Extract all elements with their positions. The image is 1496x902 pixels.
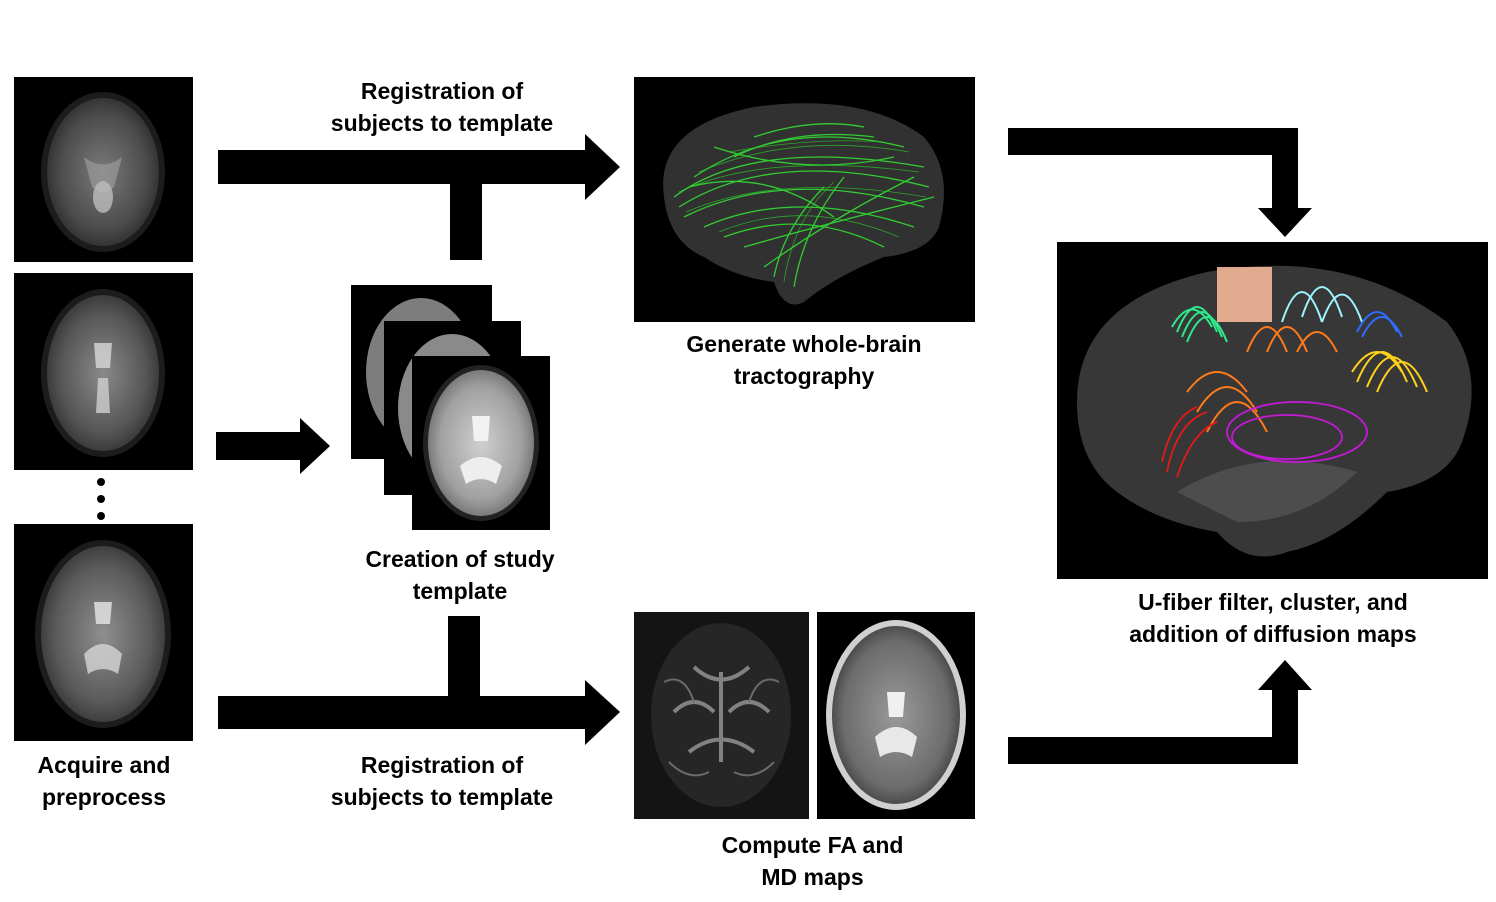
fiber-brain-icon (1077, 265, 1472, 557)
md-map-image (817, 612, 975, 819)
arrow-to-template (216, 418, 330, 474)
label-registration-bottom-line1: Registration of (360, 752, 524, 778)
tractography-image (634, 77, 975, 322)
arrow-registration-top-stem (450, 184, 482, 260)
label-creation-line1: Creation of study (365, 546, 555, 572)
label-fa-md-line2: MD maps (761, 864, 864, 890)
fa-map-image (634, 612, 809, 819)
arrow-maps-to-ufiber (1008, 660, 1312, 764)
tract-brain-icon (663, 103, 944, 305)
label-acquire: Acquire and preprocess (4, 749, 204, 813)
md-map-icon (826, 620, 966, 810)
ufiber-cluster-image (1057, 242, 1488, 579)
label-tractography: Generate whole-brain tractography (654, 328, 954, 392)
brain-slice-icon (423, 365, 539, 521)
brain-slice-icon (41, 289, 165, 457)
label-fa-md: Compute FA and MD maps (670, 829, 955, 893)
acquired-slice-1 (14, 77, 193, 262)
label-registration-top-line1: Registration of (360, 78, 524, 104)
arrow-registration-bottom-stem (448, 616, 480, 696)
more-subjects-ellipsis (96, 478, 106, 529)
label-ufiber: U-fiber filter, cluster, and addition of… (1100, 586, 1446, 650)
template-slice-front (412, 356, 550, 530)
label-ufiber-line1: U-fiber filter, cluster, and (1138, 589, 1408, 615)
brain-slice-icon (35, 540, 171, 728)
label-registration-top-line2: subjects to template (330, 110, 554, 136)
acquired-slice-2 (14, 273, 193, 470)
label-acquire-line1: Acquire and (37, 752, 171, 778)
arrow-registration-top (218, 134, 620, 200)
fa-map-icon (634, 612, 809, 819)
label-registration-bottom-line2: subjects to template (330, 784, 554, 810)
arrow-registration-bottom (218, 680, 620, 745)
label-creation-line2: template (412, 578, 508, 604)
arrow-tract-to-ufiber (1008, 128, 1312, 237)
label-ufiber-line2: addition of diffusion maps (1129, 621, 1417, 647)
label-creation: Creation of study template (330, 543, 590, 607)
label-acquire-line2: preprocess (41, 784, 166, 810)
label-registration-bottom: Registration of subjects to template (292, 749, 592, 813)
acquired-slice-3 (14, 524, 193, 741)
label-tractography-line1: Generate whole-brain (686, 331, 922, 357)
brain-slice-icon (41, 92, 165, 252)
label-fa-md-line1: Compute FA and (721, 832, 904, 858)
label-tractography-line2: tractography (733, 363, 875, 389)
label-registration-top: Registration of subjects to template (292, 75, 592, 139)
